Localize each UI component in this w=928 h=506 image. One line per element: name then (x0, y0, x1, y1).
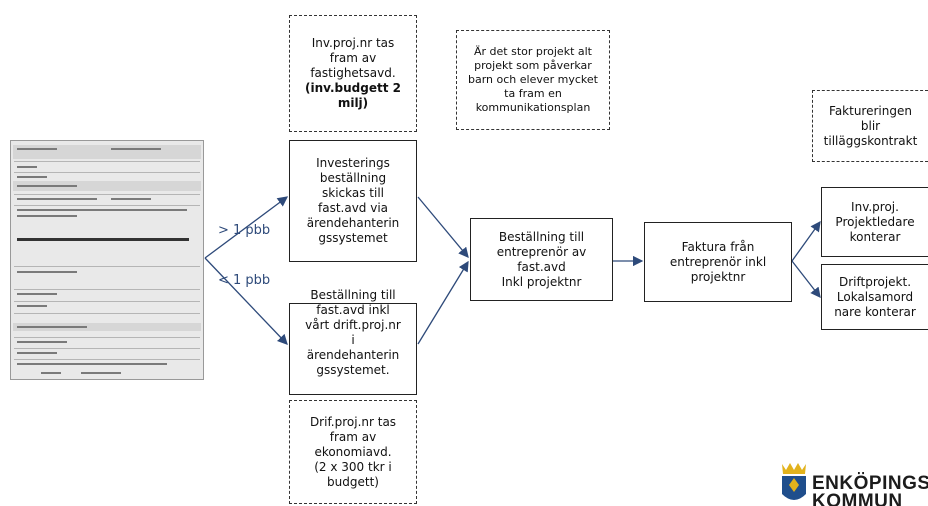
note-line: fram av (329, 429, 377, 444)
invproj-konterar-box: Inv.proj. Projektledare konterar (821, 187, 928, 257)
note-line: ta fram en (504, 87, 562, 100)
note-line: Drif.proj.nr tas (309, 414, 397, 429)
box-line: Beställning till (498, 229, 585, 244)
note-line: Faktureringen (829, 103, 912, 118)
box-line: nare konterar (834, 304, 916, 319)
box-line: entreprenör av (496, 244, 587, 259)
box-line: fast.avd inkl (316, 303, 390, 317)
fakturering-note-box: Faktureringen blir tilläggskontrakt (812, 90, 928, 162)
box-line: Inv.proj. (851, 199, 899, 214)
box-line: vårt drift.proj.nr (305, 318, 401, 332)
lt-1-pbb-label: < 1 pbb (218, 273, 271, 288)
arrow-faktura-to-driftprojekt (791, 260, 821, 299)
note-line: Inv.proj.nr tas (311, 36, 395, 50)
drift-bestallning-box: Beställning till fast.avd inkl vårt drif… (289, 288, 417, 395)
note-line: ekonomiavd. (314, 444, 392, 459)
arrow-form-to-drift (204, 257, 288, 345)
note-line: Är det stor projekt alt (473, 45, 592, 58)
logo-line-1: ENKÖPINGS (812, 473, 928, 494)
order-form-thumbnail (10, 140, 204, 380)
box-line: ärendehanterin (306, 348, 400, 362)
note-line: kommunikationsplan (475, 101, 591, 114)
box-line: ärendehanterin (306, 216, 400, 230)
box-line: Driftprojekt. (838, 274, 912, 289)
box-line: Lokalsamord (836, 289, 914, 304)
invproj-budget-text: (inv.budgett 2 milj) (305, 81, 401, 110)
note-line: projekt som påverkar (474, 59, 592, 72)
note-line: fastighetsavd. (310, 66, 396, 80)
drift-bestallning-text: Beställning till fast.avd inkl vårt drif… (305, 288, 401, 378)
box-line: Inkl projektnr (501, 274, 582, 289)
arrow-investering-to-entreprenor (417, 196, 469, 258)
arrow-faktura-to-invproj (791, 220, 821, 262)
note-line: budgett) (327, 474, 379, 489)
box-line: Investerings (316, 156, 390, 170)
note-line: (2 x 300 tkr i (314, 459, 392, 474)
box-line: konterar (849, 229, 901, 244)
entreprenor-bestallning-box: Beställning till entreprenör av fast.avd… (470, 218, 613, 301)
box-line: i (351, 333, 355, 347)
box-line: Faktura från (681, 239, 755, 254)
investering-bestallning-box: Investerings beställning skickas till fa… (289, 140, 417, 262)
arrow-drift-to-entreprenor (417, 260, 469, 345)
drift-note-box: Drif.proj.nr tas fram av ekonomiavd. (2 … (289, 400, 417, 504)
box-line: fast.avd via (317, 201, 389, 215)
invproj-note-box: Inv.proj.nr tas fram av fastighetsavd. (… (289, 15, 417, 132)
gt-1-pbb-label: > 1 pbb (218, 223, 271, 238)
box-line: entreprenör inkl (669, 254, 767, 269)
box-line: beställning (319, 171, 387, 185)
box-line: projektnr (690, 269, 746, 284)
box-line: gssystemet. (316, 363, 390, 377)
box-line: Beställning till (310, 288, 396, 302)
box-line: skickas till (322, 186, 384, 200)
driftprojekt-konterar-box: Driftprojekt. Lokalsamord nare konterar (821, 264, 928, 330)
faktura-box: Faktura från entreprenör inkl projektnr (644, 222, 792, 302)
logo-text: ENKÖPINGS KOMMUN (812, 473, 928, 506)
note-line: blir (860, 118, 881, 133)
box-line: Projektledare (835, 214, 915, 229)
note-line: barn och elever mycket (468, 73, 598, 86)
arrow-form-to-investering (204, 196, 289, 259)
note-line: tilläggskontrakt (823, 133, 918, 148)
stor-projekt-note-box: Är det stor projekt alt projekt som påve… (456, 30, 610, 130)
box-line: gssystemet (318, 231, 388, 245)
enkoping-crest-logo (782, 463, 806, 500)
box-line: fast.avd (517, 259, 566, 274)
logo-line-2: KOMMUN (812, 493, 903, 506)
note-line: fram av (329, 51, 377, 65)
